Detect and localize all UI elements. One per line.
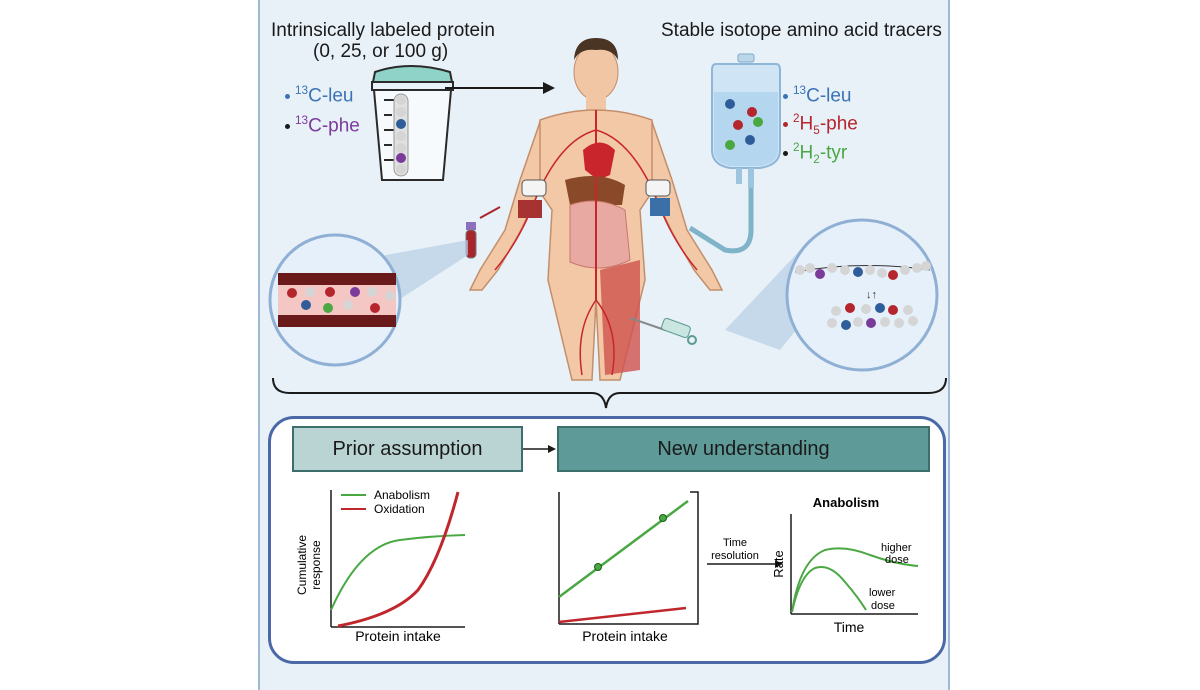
chart-prior: Anabolism Oxidation Cumulativeresponse P… <box>295 488 466 644</box>
series-lower-dose <box>791 566 867 613</box>
right-title: Stable isotope amino acid tracers <box>661 20 942 41</box>
annot-lower-1: lower <box>869 587 896 599</box>
prior-assumption-box: Prior assumption <box>292 426 523 472</box>
annot-lower-2: dose <box>871 600 895 612</box>
annot-higher-1: higher <box>881 542 912 554</box>
series-higher-dose <box>791 547 919 613</box>
xlabel-time: Time <box>834 619 865 635</box>
arrow-label-resolution: resolution <box>711 550 759 562</box>
series-oxidation-new <box>558 606 687 624</box>
right-tracer-leu: 13C-leu <box>783 84 852 107</box>
left-tracer-leu: 13C-leu <box>285 84 354 107</box>
right-tracer-tyr: 2H2-tyr <box>783 141 847 166</box>
right-tracer-phe: 2H5-phe <box>783 112 858 137</box>
annot-higher-2: dose <box>885 554 909 566</box>
data-point-2 <box>659 514 667 522</box>
new-understanding-label: New understanding <box>657 437 830 460</box>
human-body-illustration <box>468 38 724 381</box>
data-point-1 <box>594 563 602 571</box>
xlabel-prior: Protein intake <box>355 628 441 644</box>
series-oxidation-prior <box>337 491 460 628</box>
blood-vessel-magnified <box>268 233 402 367</box>
svg-text:↓↑: ↓↑ <box>866 289 877 301</box>
shaker-bottle-icon <box>371 65 454 181</box>
arrow-label-time: Time <box>723 537 747 549</box>
left-title-line2: (0, 25, or 100 g) <box>313 41 449 62</box>
new-understanding-box: New understanding <box>557 426 930 472</box>
xlabel-new: Protein intake <box>582 628 668 644</box>
series-anabolism-prior <box>330 534 466 611</box>
series-anabolism-new <box>558 499 689 599</box>
legend-oxidation: Oxidation <box>374 502 425 516</box>
brace <box>272 377 947 409</box>
ylabel-rate: Rate <box>771 550 786 577</box>
top-illustration: ↓↑ <box>268 38 947 409</box>
left-tracer-phe: 13C-phe <box>285 114 360 137</box>
legend-anabolism: Anabolism <box>374 488 430 502</box>
chart-title-anabolism: Anabolism <box>813 495 879 510</box>
blood-tube-icon <box>465 206 501 259</box>
chart-new-intake: Protein intake <box>558 491 699 644</box>
syringe-icon <box>629 317 697 345</box>
muscle-protein-magnified: ↓↑ <box>785 218 939 372</box>
iv-bag-icon <box>688 53 781 254</box>
ylabel-cumulative-response: Cumulativeresponse <box>295 535 323 595</box>
chart-time: Anabolism higher dose lower dose Rate Ti… <box>771 495 919 635</box>
left-title-line1: Intrinsically labeled protein <box>271 20 495 41</box>
prior-assumption-label: Prior assumption <box>332 437 483 460</box>
